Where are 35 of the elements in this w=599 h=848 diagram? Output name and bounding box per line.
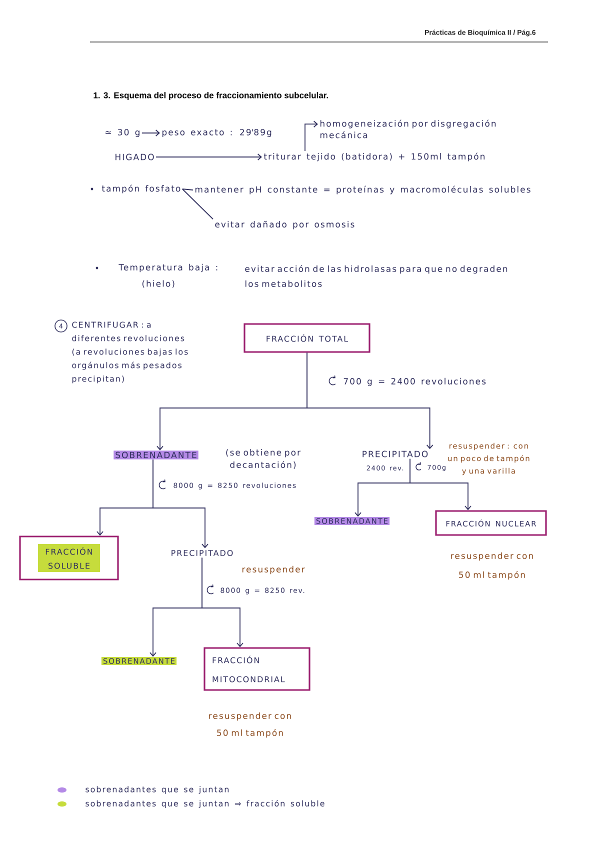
- note-text: peso exacto : 29'89g: [162, 128, 272, 138]
- note-text: evitar acción de las hidrolasas para que no degraden los metabolitos: [245, 265, 508, 287]
- note-text: Temperatura baja :: [118, 264, 218, 272]
- note-text: ≃ 30 g: [106, 128, 140, 138]
- connector-line: [182, 188, 214, 220]
- arrow: [304, 120, 318, 152]
- fraction-box: FRACCIÓN TOTAL: [244, 323, 370, 353]
- note-text: mantener pH constante = proteínas y macromoléculas solubles: [195, 186, 530, 194]
- note-text: HIGADO: [116, 154, 154, 160]
- side-note: resuspender: [242, 566, 305, 574]
- legend-text: sobrenadantes que se juntan: [86, 786, 229, 794]
- note-text: evitar dañado por osmosis: [215, 220, 354, 230]
- arrow: [152, 459, 208, 548]
- side-note: resuspender con 50 ml tampón: [209, 712, 291, 738]
- arrow: [202, 557, 244, 648]
- note-text: (hielo): [142, 280, 174, 288]
- step-label: PRECIPITADO: [362, 450, 428, 458]
- note-text: CENTRIFUGAR : a diferentes revoluciones (a revoluciones bajas los orgánulos más pesados precipitan): [72, 322, 188, 384]
- highlighted-text: SOBRENADANTE: [114, 450, 198, 460]
- side-note: resuspender con 50 ml tampón: [451, 552, 533, 580]
- section-heading: 1. 3. Esquema del proceso de fraccionamiento subcelular.: [94, 92, 328, 100]
- side-note: (se obtiene por decantación): [226, 449, 301, 469]
- arrow: [156, 154, 262, 160]
- note-text: tampón fosfato: [102, 184, 180, 194]
- legend-text: sobrenadantes que se juntan ⇒ fracción soluble: [86, 800, 324, 808]
- arrow: [306, 352, 434, 450]
- note-text: triturar tejido (batidora) + 150ml tampón: [264, 152, 484, 162]
- fraction-box: FRACCIÓN SOLUBLE: [19, 536, 119, 580]
- arrow: [141, 130, 160, 136]
- arrow: [410, 458, 472, 510]
- fraction-box: FRACCIÓN MITOCONDRIAL: [204, 647, 310, 691]
- edge-label: 700 g = 2400 revoluciones: [344, 378, 486, 386]
- note-text: homogeneización por disgregación mecánica: [320, 120, 496, 138]
- step-label: PRECIPITADO: [172, 550, 233, 556]
- connector-line: [182, 188, 194, 190]
